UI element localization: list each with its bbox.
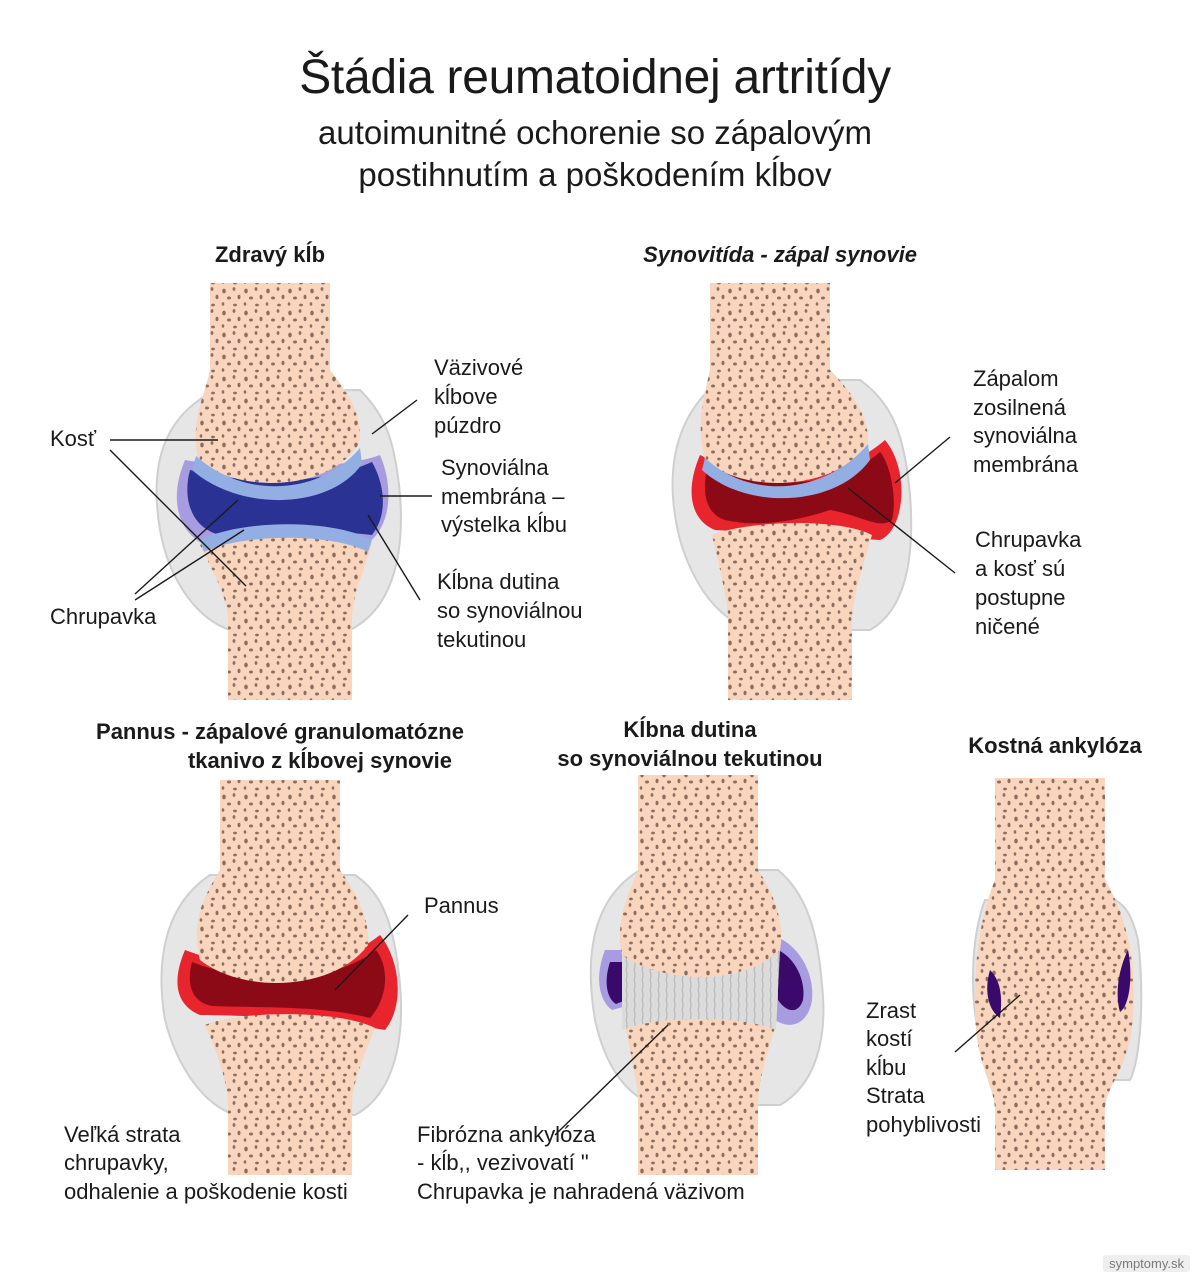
- fibrous-tissue: [622, 950, 780, 1030]
- label-membrana-3: výstelka kĺbu: [441, 512, 567, 537]
- label-zrast-3: kĺbu: [866, 1055, 907, 1080]
- label-puzdro-1: Väzivové: [434, 355, 524, 380]
- fluid-left: [987, 970, 1002, 1018]
- label-nicene-3: postupne: [975, 585, 1066, 610]
- fluid-right: [778, 950, 804, 1011]
- label-strata-2: chrupavky,: [64, 1150, 169, 1175]
- label-chrupavka: Chrupavka: [50, 604, 157, 629]
- panel-title-fibrous-line-1: Kĺbna dutina: [623, 717, 757, 742]
- label-zrast-1: Zrast: [866, 998, 917, 1023]
- label-zapal-2: zosilnená: [973, 395, 1066, 420]
- watermark: symptomy.sk: [1103, 1255, 1190, 1272]
- label-puzdro-2: kĺbove: [434, 384, 498, 409]
- panel-title-healthy: Zdravý kĺb: [214, 242, 326, 267]
- label-nicene-1: Chrupavka: [975, 527, 1082, 552]
- label-strata-3: odhalenie a poškodenie kosti: [64, 1179, 348, 1204]
- label-pannus: Pannus: [424, 893, 499, 918]
- pannus-joint-diagram: [160, 780, 403, 1175]
- fibrous-ankylosis-diagram: [589, 775, 825, 1175]
- label-dutina-1: Kĺbna dutina: [437, 569, 560, 594]
- leader-line-puzdro: [371, 399, 418, 435]
- leader-line-nicene: [847, 487, 956, 574]
- label-zrast-4: Strata: [866, 1083, 925, 1108]
- leader-line-chrupavka-2: [134, 529, 245, 601]
- leader-line-chrupavka-1: [134, 499, 239, 595]
- page-subtitle-line-2: postihnutím a poškodením kĺbov: [358, 156, 832, 193]
- label-zapal-4: membrána: [973, 452, 1079, 477]
- panel-title-pannus-line-1: Pannus - zápalové granulomatózne: [96, 719, 464, 744]
- bony-ankylosis-diagram: [972, 778, 1143, 1170]
- panel-title-synovitis: Synovitída - zápal synovie: [643, 242, 917, 267]
- label-nicene-2: a kosť sú: [975, 556, 1066, 581]
- label-fibrozna-1: Fibrózna ankylóza: [417, 1122, 596, 1147]
- leader-lines: [109, 399, 1021, 1136]
- label-zapal-1: Zápalom: [973, 366, 1059, 391]
- healthy-joint-diagram: [155, 283, 402, 700]
- leader-line-fibrozna: [554, 1024, 669, 1136]
- label-kost: Kosť: [50, 426, 97, 451]
- label-strata-1: Veľká strata: [64, 1122, 181, 1147]
- leader-line-pannus: [334, 914, 409, 991]
- fluid-right: [1117, 950, 1131, 1012]
- fluid-left: [606, 962, 626, 1004]
- upper-bone: [195, 283, 360, 483]
- lower-bone: [200, 531, 372, 700]
- upper-cartilage: [702, 444, 870, 499]
- panel-title-pannus-line-2: tkanivo z kĺbovej synovie: [187, 748, 453, 773]
- label-fibrozna-3: Chrupavka je nahradená väzivom: [417, 1179, 745, 1204]
- leader-line-zapal: [894, 436, 951, 484]
- lower-bone: [712, 522, 872, 700]
- label-zrast-5: pohyblivosti: [866, 1112, 981, 1137]
- upper-cartilage: [192, 448, 362, 501]
- label-membrana-1: Synoviálna: [441, 455, 549, 480]
- label-fibrozna-2: - kĺb,, vezivovatí ": [417, 1150, 589, 1175]
- leader-line-zrast: [954, 994, 1021, 1053]
- fused-bone: [974, 778, 1134, 1170]
- label-zrast-2: kostí: [866, 1026, 913, 1051]
- page-title: Štádia reumatoidnej artritídy: [299, 51, 891, 104]
- page-subtitle-line-1: autoimunitné ochorenie so zápalovým: [318, 114, 872, 151]
- label-puzdro-3: púzdro: [434, 413, 502, 438]
- pannus-dark: [189, 950, 386, 1018]
- upper-bone: [620, 775, 782, 977]
- upper-bone: [196, 780, 369, 983]
- label-zapal-3: synoviálna: [973, 423, 1077, 448]
- leader-line-kost-diag: [109, 449, 247, 587]
- label-dutina-2: so synoviálnou: [437, 598, 583, 623]
- panel-title-bony: Kostná ankylóza: [968, 733, 1142, 758]
- panel-title-fibrous-line-2: so synoviálnou tekutinou: [557, 746, 823, 771]
- label-membrana-2: membrána –: [441, 484, 565, 509]
- upper-bone: [700, 283, 869, 483]
- label-dutina-3: tekutinou: [437, 627, 527, 652]
- lower-bone: [205, 1014, 375, 1175]
- leader-line-dutina: [367, 514, 421, 601]
- synovitis-joint-diagram: [671, 283, 913, 700]
- lower-bone: [625, 1017, 775, 1175]
- label-nicene-4: ničené: [975, 614, 1040, 639]
